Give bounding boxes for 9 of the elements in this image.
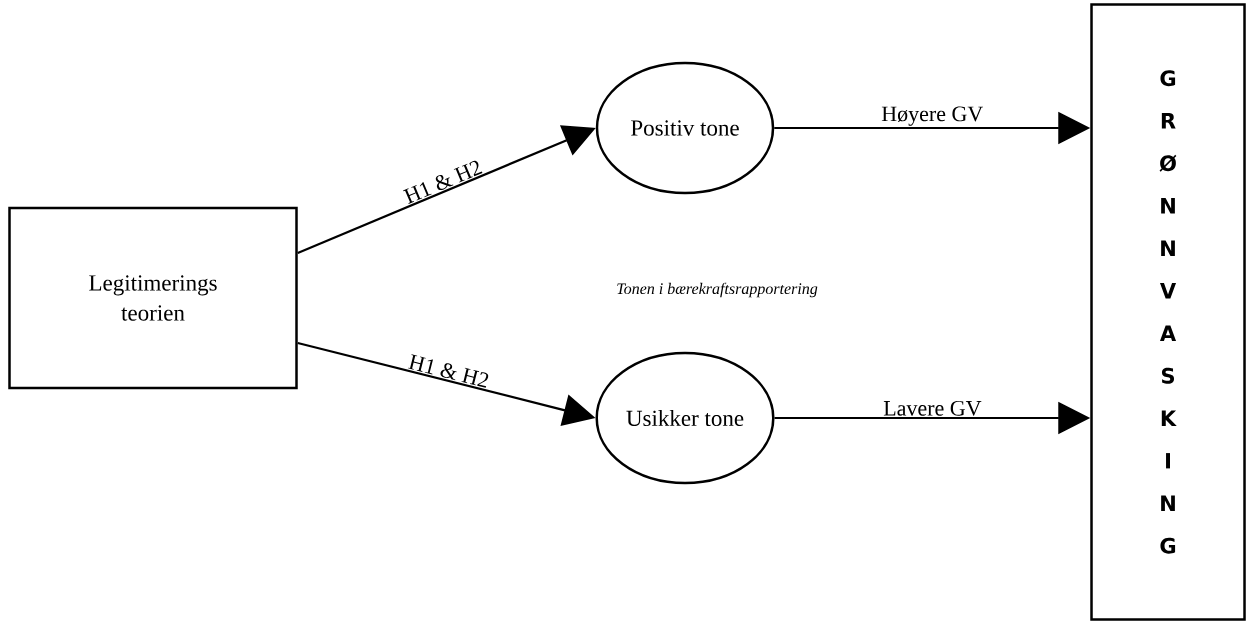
text-box: Legitimerings teorien bbox=[8, 206, 298, 390]
edge-label: Høyere GV bbox=[881, 106, 983, 126]
caption-text: Tonen i bærekraftsrapportering bbox=[617, 282, 818, 298]
edge-label: H1 & H2 bbox=[408, 354, 489, 388]
vertical-text-box: GRØNNVASKING bbox=[1090, 3, 1246, 621]
ellipse-node: Positiv tone bbox=[595, 61, 775, 195]
ellipse-node: Usikker tone bbox=[595, 351, 775, 485]
edge-label: Lavere GV bbox=[883, 400, 982, 416]
edge-label: H1 & H2 bbox=[403, 160, 483, 204]
